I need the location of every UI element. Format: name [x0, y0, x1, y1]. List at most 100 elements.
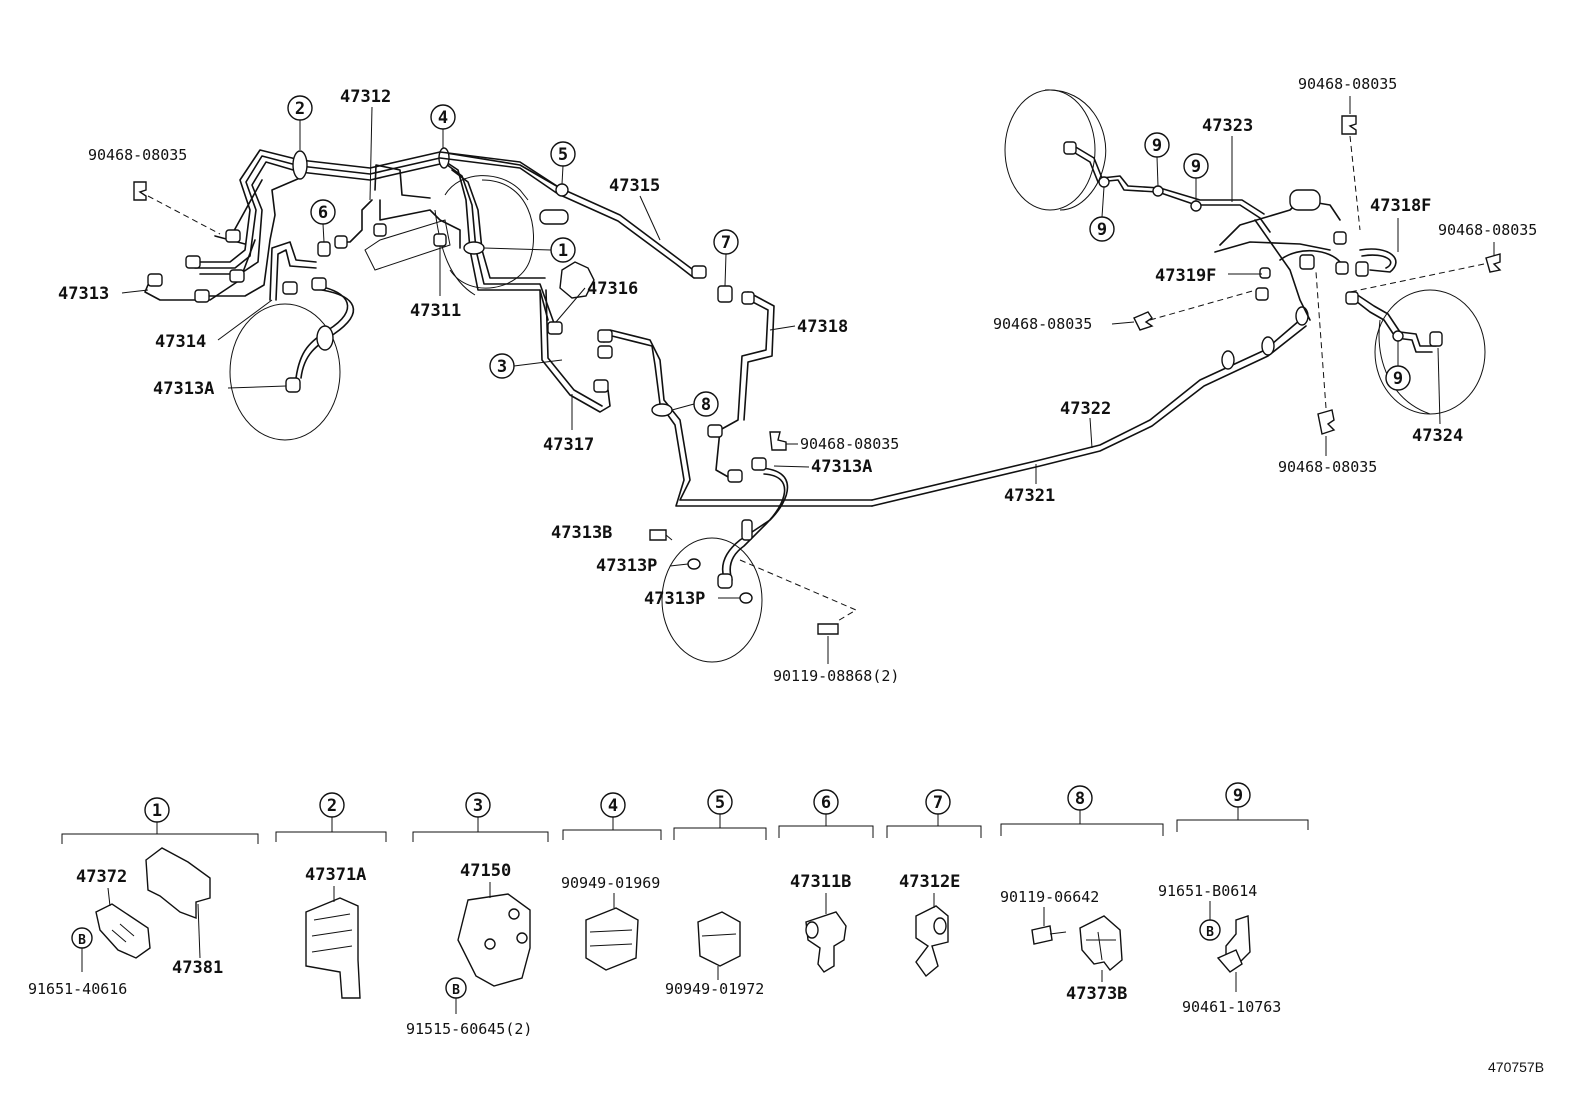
svg-text:9: 9	[1152, 136, 1162, 156]
label-47312: 47312	[340, 87, 391, 107]
clip-leader-right	[1349, 263, 1485, 293]
label-47313A-center: 47313A	[811, 457, 872, 477]
axle-tube-c	[1254, 219, 1311, 321]
svg-text:3: 3	[497, 357, 507, 377]
fitting-47318-b	[707, 424, 723, 438]
rear-fitting-c	[1255, 287, 1269, 301]
clip-90468-top	[1341, 115, 1357, 135]
label-47373B: 47373B	[1066, 984, 1127, 1004]
mc-tube-b	[374, 164, 431, 199]
legend-bracket-5: 5	[673, 789, 767, 840]
fitting-f	[311, 277, 327, 291]
label-90119-06642: 90119-06642	[1000, 888, 1099, 906]
hose-47318F-b	[1361, 254, 1392, 269]
callout-9-a: 9	[1144, 132, 1170, 187]
mc-fitting-3	[433, 233, 447, 247]
washer-1	[687, 558, 701, 570]
tube-47323	[1069, 149, 1271, 233]
front-right-flex-hose	[721, 467, 789, 579]
axle-tube-a	[1219, 199, 1341, 246]
bolt-marker-9	[1199, 919, 1221, 941]
label-47314: 47314	[155, 332, 206, 352]
rear-brake-area	[871, 89, 1502, 507]
tube-47315-b	[439, 157, 695, 279]
clamp-47371A	[305, 897, 361, 999]
legend-4-parts: 90949-01969	[561, 874, 660, 971]
tube-47318	[715, 297, 769, 479]
clamp-90949-01969	[585, 907, 639, 971]
main-tube-upper	[189, 149, 561, 263]
label-91651-B0614: 91651-B0614	[1158, 882, 1257, 900]
rear-fitting-right-in	[1345, 291, 1359, 305]
caliper-fitting	[285, 377, 301, 393]
label-47381: 47381	[172, 958, 223, 978]
svg-text:2: 2	[295, 99, 305, 119]
clamp-6	[317, 241, 331, 257]
callout-9-b: 9	[1183, 153, 1209, 201]
tube-47322	[871, 325, 1307, 507]
svg-text:4: 4	[608, 796, 618, 816]
hose-47318F-fitting	[1355, 261, 1369, 277]
label-47316: 47316	[587, 279, 638, 299]
main-tube-upper-4	[204, 177, 301, 297]
axle-tube-d	[1279, 249, 1341, 263]
main-part-labels: 47312 90468-08035 47315 47313 47314 4731…	[58, 75, 1537, 685]
legend-5-parts: 90949-01972	[665, 911, 764, 998]
svg-text:9: 9	[1393, 369, 1403, 389]
label-47318: 47318	[797, 317, 848, 337]
label-91515-60645: 91515-60645(2)	[406, 1020, 532, 1038]
fitting-47318	[741, 291, 755, 305]
svg-text:9: 9	[1233, 786, 1243, 806]
rear-three-way	[1289, 189, 1321, 211]
label-91651-40616: 91651-40616	[28, 980, 127, 998]
legend-bracket-3: 3	[412, 792, 549, 842]
diagram-canvas: 2 4 5 6 1 7 3	[28, 75, 1544, 1075]
clamp-47373B	[1079, 915, 1123, 972]
fitting-a	[185, 255, 201, 269]
tube-47317-b	[545, 289, 603, 407]
label-90119-08868: 90119-08868(2)	[773, 667, 899, 685]
rear-fitting-b	[1335, 261, 1349, 275]
label-47313A-left: 47313A	[153, 379, 214, 399]
tube-47318-b	[743, 291, 775, 421]
legend-9-parts: 91651-B0614 B 90461-10763	[1158, 882, 1281, 1016]
label-90949-01972: 90949-01972	[665, 980, 764, 998]
fitting-47318-c	[727, 469, 743, 483]
rear-clamp-3	[1295, 306, 1309, 326]
callout-9-c: 9	[1089, 186, 1115, 242]
callout-4: 4	[430, 104, 456, 148]
rear-fitting-mid	[1299, 254, 1315, 270]
clamp-2-oval	[292, 150, 308, 180]
legend-2-parts: 47371A	[305, 865, 366, 999]
clip-90468-center	[769, 431, 787, 451]
hose-47318F	[1359, 248, 1397, 273]
clamp-8-oval	[651, 403, 673, 417]
legend-8-parts: 90119-06642 47373B	[1000, 888, 1127, 1004]
booster-outline	[444, 175, 529, 201]
front-left-brake-area	[133, 147, 873, 507]
callout-3: 3	[489, 353, 563, 379]
fitting-47317	[593, 379, 609, 393]
main-tube-upper-3	[199, 161, 441, 275]
legend-bracket-8: 8	[1000, 785, 1164, 836]
callout-6: 6	[310, 199, 336, 243]
fitting-47316	[547, 321, 563, 335]
clip-leader-left	[147, 195, 221, 235]
brake-tube-diagram: 2 4 5 6 1 7 3	[28, 75, 1544, 1075]
master-cylinder	[364, 219, 451, 271]
bolt-90119	[817, 623, 839, 635]
label-47321: 47321	[1004, 486, 1055, 506]
rear-fitting-right-out	[1429, 331, 1443, 347]
rear-fitting-left	[1063, 141, 1077, 155]
svg-text:B: B	[452, 983, 460, 998]
rear-right-drum-rim	[1378, 319, 1431, 415]
clip-90468-mid	[1133, 311, 1154, 331]
label-90468-bottom: 90468-08035	[1278, 458, 1377, 476]
label-47311: 47311	[410, 301, 461, 321]
rear-fitting-d	[1259, 267, 1271, 279]
label-47323: 47323	[1202, 116, 1253, 136]
label-47313B: 47313B	[551, 523, 612, 543]
fitting-e	[282, 281, 298, 295]
axle-tube-b	[1214, 241, 1331, 253]
legend-bracket-6: 6	[778, 789, 874, 838]
